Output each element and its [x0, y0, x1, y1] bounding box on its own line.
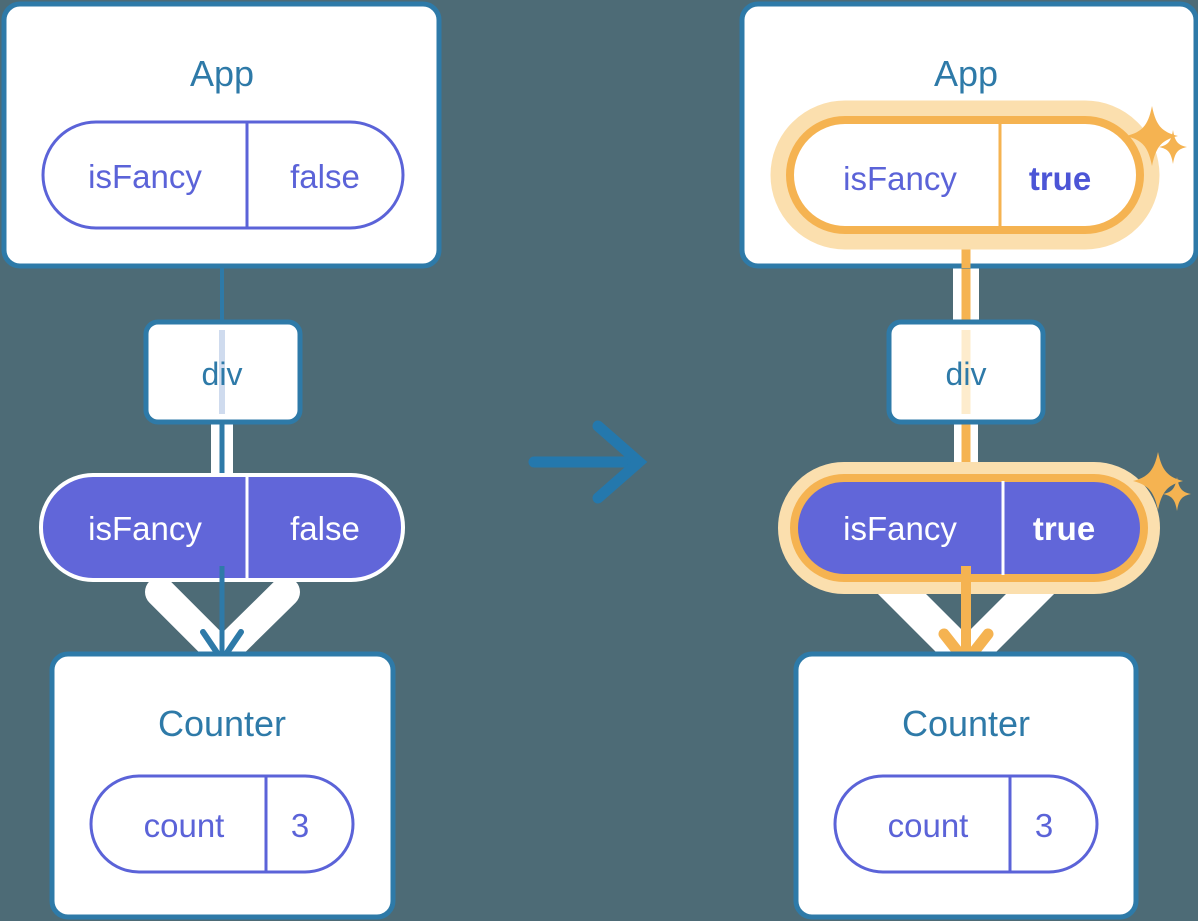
- app-state-pill-value-before: false: [290, 158, 360, 195]
- app-state-pill-glow-after: [770, 100, 1160, 250]
- app-title-before: App: [190, 53, 254, 94]
- app-title-after: App: [934, 53, 998, 94]
- sparkle-props-small-icon: [1163, 477, 1191, 511]
- app-state-pill-key-after: isFancy: [843, 160, 957, 197]
- transition-arrow: [528, 420, 648, 504]
- counter-title-before: Counter: [158, 703, 286, 744]
- counter-state-pill-after: [833, 774, 1099, 874]
- counter-state-pill-before: [89, 774, 355, 874]
- props-pill-key-after: isFancy: [843, 510, 957, 547]
- props-pill-value-after: true: [1033, 510, 1095, 547]
- app-state-pill-before: [41, 120, 405, 230]
- sparkle-props-large-icon: [1133, 452, 1183, 510]
- app-state-pill-after: [786, 116, 1144, 234]
- panel-before: App isFancy false div isFancy false Coun…: [1, 1, 442, 920]
- div-node-label-after: div: [946, 356, 987, 392]
- right-arrow-icon-head: [592, 420, 648, 504]
- counter-state-pill-key-after: count: [888, 807, 969, 844]
- counter-state-pill-value-after: 3: [1035, 807, 1053, 844]
- counter-state-pill-key-before: count: [144, 807, 225, 844]
- counter-state-pill-value-before: 3: [291, 807, 309, 844]
- app-state-pill-value-after: true: [1029, 160, 1091, 197]
- sparkle-app-small-icon: [1159, 130, 1187, 164]
- counter-title-after: Counter: [902, 703, 1030, 744]
- panel-after: App isFancy true div isFancy true: [739, 1, 1198, 920]
- props-pill-key-before: isFancy: [88, 510, 202, 547]
- sparkle-app-large-icon: [1126, 106, 1178, 166]
- div-node-label-before: div: [202, 356, 243, 392]
- app-state-pill-key-before: isFancy: [88, 158, 202, 195]
- props-pill-value-before: false: [290, 510, 360, 547]
